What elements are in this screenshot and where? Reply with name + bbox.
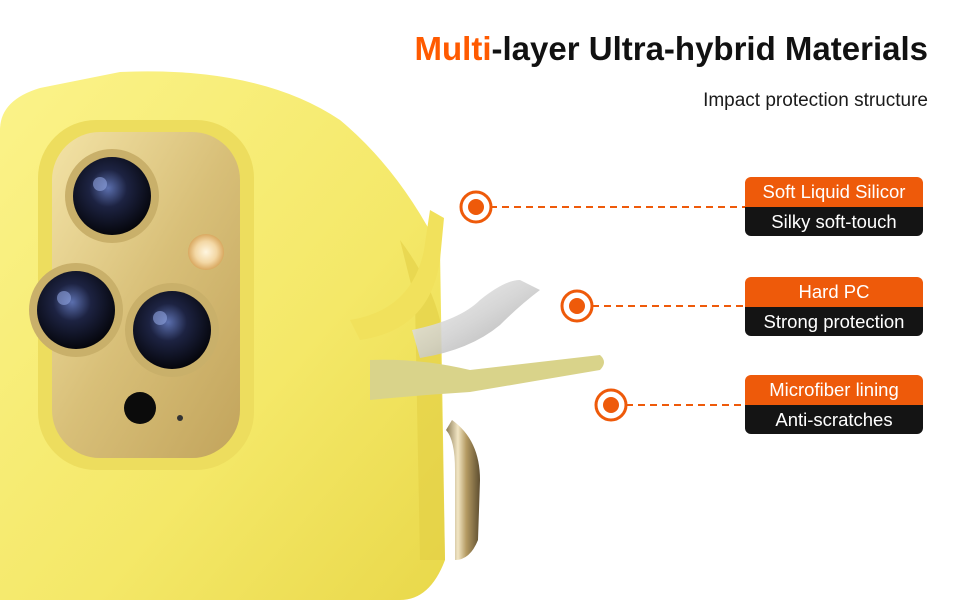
callout-dot-icon	[459, 190, 493, 224]
layer-name: Microfiber lining	[745, 375, 923, 405]
subheadline: Impact protection structure	[703, 90, 928, 111]
layer-label-hard-pc: Hard PC Strong protection	[745, 277, 923, 336]
metal-frame	[446, 420, 480, 560]
camera-lens-icon	[125, 283, 219, 377]
microphone-hole	[177, 415, 183, 421]
silicone-layer	[350, 210, 444, 340]
layer-label-silicone: Soft Liquid Silicor Silky soft-touch	[745, 177, 923, 236]
callout-dot-icon	[594, 388, 628, 422]
layer-label-microfiber: Microfiber lining Anti-scratches	[745, 375, 923, 434]
layer-desc: Silky soft-touch	[745, 207, 923, 236]
layer-desc: Strong protection	[745, 307, 923, 336]
flash-icon	[188, 234, 224, 270]
microfiber-layer	[370, 355, 604, 400]
headline-rest: -layer Ultra-hybrid Materials	[491, 30, 928, 67]
headline: Multi-layer Ultra-hybrid Materials	[415, 30, 928, 68]
lidar-sensor	[124, 392, 156, 424]
callout-dot-icon	[560, 289, 594, 323]
layer-desc: Anti-scratches	[745, 405, 923, 434]
layer-name: Hard PC	[745, 277, 923, 307]
camera-lens-icon	[65, 149, 159, 243]
layer-name: Soft Liquid Silicor	[745, 177, 923, 207]
headline-accent: Multi	[414, 30, 492, 67]
camera-lens-icon	[29, 263, 123, 357]
hard-pc-layer	[412, 280, 540, 358]
case-rim	[400, 240, 445, 560]
